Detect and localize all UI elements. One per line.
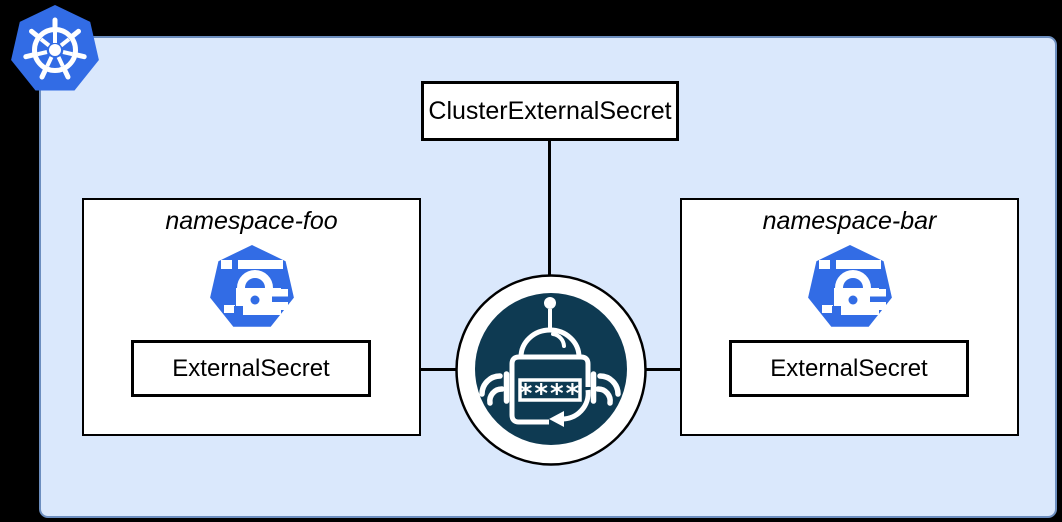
external-secret-node-foo: ExternalSecret: [131, 340, 371, 397]
external-secret-label-foo: ExternalSecret: [172, 354, 330, 382]
external-secret-node-bar: ExternalSecret: [729, 340, 969, 397]
external-secret-icon: [209, 245, 294, 327]
external-secret-icon: [807, 245, 892, 327]
namespace-foo-box: namespace-foo ExternalSecret: [82, 198, 421, 436]
kubernetes-logo-icon: [11, 5, 99, 91]
cluster-external-secret-node: ClusterExternalSecret: [421, 81, 679, 141]
namespace-bar-label: namespace-bar: [762, 207, 937, 235]
namespace-foo-label: namespace-foo: [165, 207, 338, 235]
namespace-bar-box: namespace-bar ExternalSecret: [680, 198, 1019, 436]
cluster-external-secret-label: ClusterExternalSecret: [428, 96, 672, 125]
password-mask-text: ****: [519, 379, 581, 409]
external-secrets-operator-icon: ****: [455, 274, 647, 466]
connector-top-to-operator: [548, 139, 551, 275]
external-secret-label-bar: ExternalSecret: [770, 354, 928, 382]
